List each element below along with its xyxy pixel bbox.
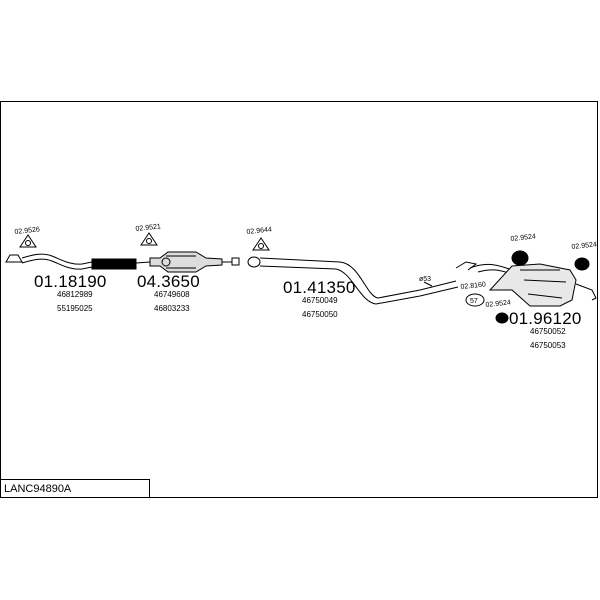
oem-number: 46749608 <box>154 290 190 299</box>
oem-number: 46803233 <box>154 304 190 313</box>
rubber-mount-icon <box>511 250 529 266</box>
clamp-icon <box>465 293 485 307</box>
fitting-symbols <box>19 232 590 324</box>
front-pipe-drawing <box>5 253 151 270</box>
rear-silencer-drawing <box>455 261 597 307</box>
diagram-id-label: LANC94890A <box>0 479 150 498</box>
part-number: 04.3650 <box>137 272 200 291</box>
oem-number: 46750052 <box>530 327 566 336</box>
oem-number: 46750053 <box>530 341 566 350</box>
catalytic-converter-drawing <box>149 251 240 273</box>
oem-number: 55195025 <box>57 304 93 313</box>
part-number: 01.96120 <box>509 309 582 328</box>
clamp-size-label: 57 <box>470 298 478 305</box>
oem-number: 46750050 <box>302 310 338 319</box>
rubber-mount-icon <box>574 257 590 271</box>
part-number: 01.18190 <box>34 272 107 291</box>
oem-number: 46812989 <box>57 290 93 299</box>
pipe-diameter-label: ø53 <box>419 276 432 283</box>
part-number: 01.41350 <box>283 278 356 297</box>
oem-number: 46750049 <box>302 296 338 305</box>
rubber-mount-icon <box>495 312 509 324</box>
diagram-frame <box>0 101 598 498</box>
intermediate-pipe-drawing <box>247 256 459 305</box>
